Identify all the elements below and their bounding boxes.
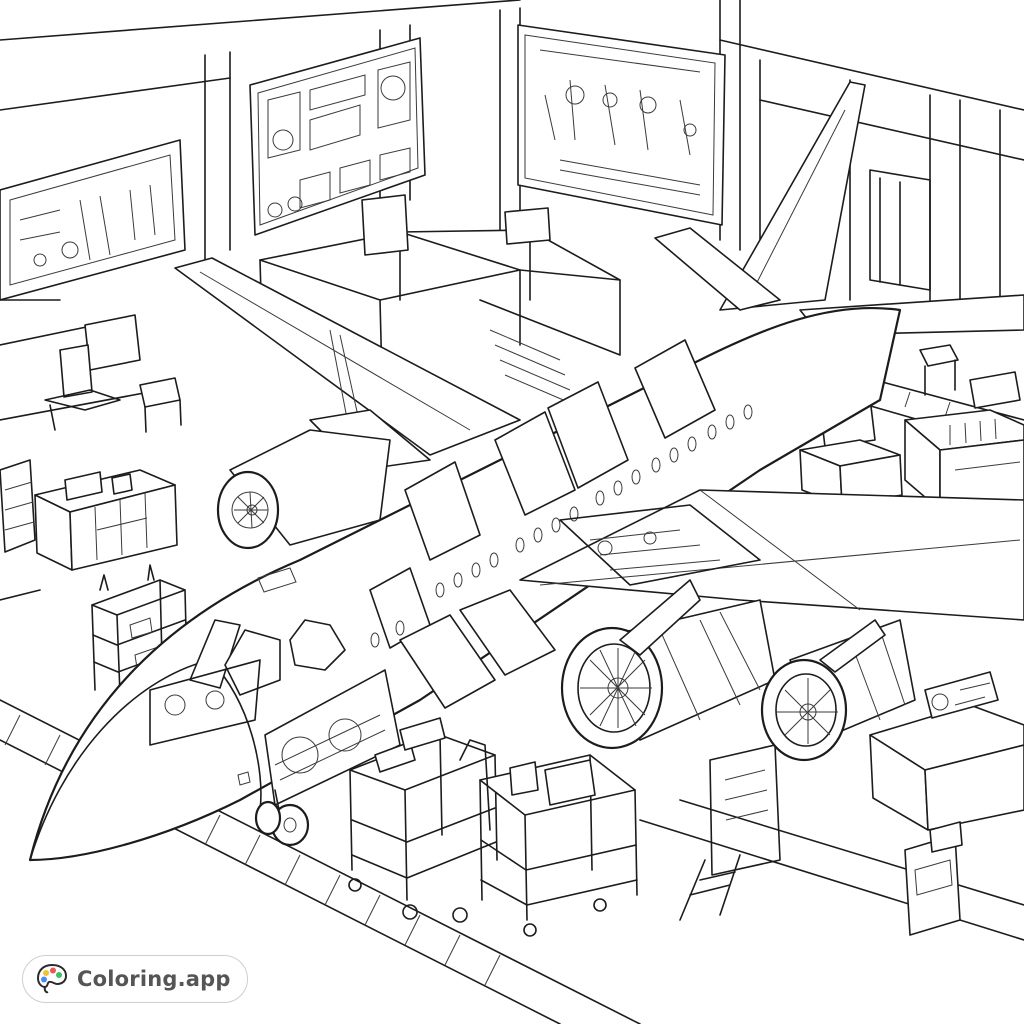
chairs-left xyxy=(45,315,181,432)
airplane-fuselage xyxy=(30,308,900,860)
airplane-wing-near xyxy=(520,490,1024,620)
diagram-board-left xyxy=(0,140,185,300)
shelf-left xyxy=(92,565,187,695)
coloring-app-watermark[interactable]: Coloring.app xyxy=(22,955,248,1003)
engine-near-outer xyxy=(762,620,915,760)
tool-cart-left xyxy=(0,460,35,552)
ladder-right xyxy=(680,745,780,920)
palette-icon xyxy=(37,964,67,994)
passenger-windows xyxy=(371,405,752,647)
machine-right xyxy=(905,822,962,935)
diagram-board-center xyxy=(250,38,425,235)
scaffolding-platform xyxy=(260,195,620,405)
workbench-left xyxy=(35,470,177,570)
engine-far xyxy=(218,430,390,548)
watermark-label: Coloring.app xyxy=(77,967,231,991)
tool-cart-front-right xyxy=(453,740,637,936)
workbench-front-right xyxy=(870,672,1024,830)
workbench-right xyxy=(905,410,1024,510)
stool-right xyxy=(920,345,1020,408)
diagram-board-right xyxy=(518,25,725,225)
engine-near-inner xyxy=(562,580,775,748)
tool-cart-front-left xyxy=(349,718,497,919)
landing-gear xyxy=(256,790,308,845)
